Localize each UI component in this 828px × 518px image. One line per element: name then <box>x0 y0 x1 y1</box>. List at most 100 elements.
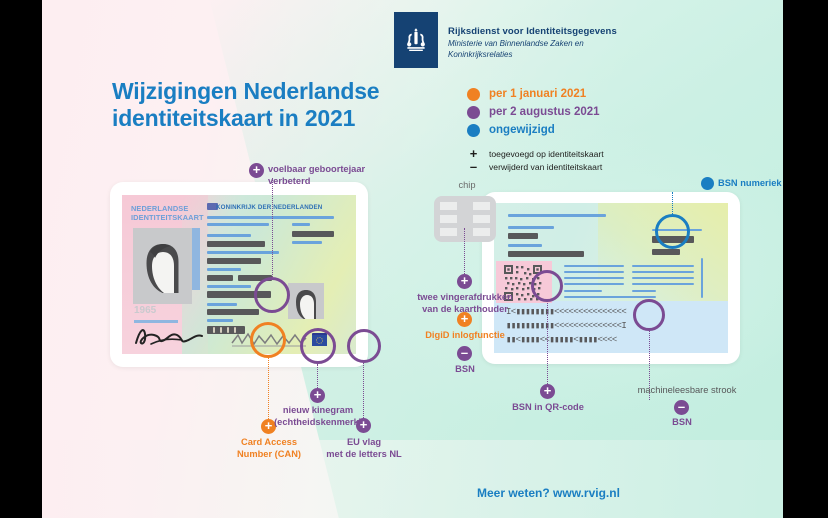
badge-mark: – <box>677 399 686 414</box>
legend-sign-added-label: toegevoegd op identiteitskaart <box>489 148 604 159</box>
mrz-line-2: ▮▮▮▮▮▮▮▮▮▮<<<<<<<<<<<<<<I <box>506 321 627 331</box>
note-line1: BSN <box>455 364 475 374</box>
data-bar <box>292 241 322 244</box>
chip-slot <box>473 215 490 223</box>
note-digid: DigiD inlogfunctie <box>395 330 535 342</box>
highlight-ring-kinegram <box>300 328 336 364</box>
legend-sign-added: + toegevoegd op identiteitskaart <box>467 147 604 160</box>
legend-item-unchanged: ongewijzigd <box>467 121 604 139</box>
note-chip-bsn: BSN <box>395 364 535 376</box>
data-bar <box>207 258 261 264</box>
badge-bsn-qr: + <box>540 384 555 399</box>
data-bar <box>207 241 265 247</box>
page-title-line1: Wijzigingen Nederlandse <box>112 78 380 104</box>
highlight-ring-birthyear <box>254 277 290 313</box>
legend: per 1 januari 2021 per 2 augustus 2021 o… <box>467 85 604 173</box>
legend-label-aug: per 2 augustus 2021 <box>489 106 600 118</box>
data-bar <box>207 223 269 226</box>
badge-can: + <box>261 419 276 434</box>
data-bar <box>207 309 259 315</box>
data-bar <box>508 244 542 247</box>
data-bar <box>292 231 334 237</box>
card-front-plate: NEDERLANDSE IDENTITEITSKAART 1965 <box>110 182 368 367</box>
data-bar <box>564 265 624 268</box>
badge-mark: + <box>359 417 368 432</box>
identity-card-front: NEDERLANDSE IDENTITEITSKAART 1965 <box>122 195 356 354</box>
badge-bsn-numeriek <box>701 177 714 190</box>
poster-background: Rijksdienst voor Identiteitsgegevens Min… <box>42 0 783 518</box>
note-line1: twee vingerafdrukken <box>417 292 513 302</box>
badge-mark: – <box>460 345 469 360</box>
data-bar <box>508 233 538 239</box>
note-euflag: EU vlag met de letters NL <box>301 437 427 460</box>
data-bar <box>292 216 334 219</box>
data-bar <box>508 214 606 217</box>
legend-dot-blue <box>467 123 480 137</box>
badge-mark: + <box>543 383 552 398</box>
note-line1: nieuw kinegram <box>282 405 354 415</box>
data-bar <box>292 223 310 226</box>
data-bar <box>508 226 554 229</box>
highlight-ring-euflag <box>347 329 381 363</box>
can-number-gap <box>220 327 222 333</box>
note-line1: BSN in QR-code <box>512 402 584 412</box>
note-line1: BSN <box>672 417 692 427</box>
card-front-title: NEDERLANDSE IDENTITEITSKAART <box>131 204 204 222</box>
badge-birthyear: + <box>249 163 264 178</box>
legend-item-aug: per 2 augustus 2021 <box>467 103 604 121</box>
badge-digid: + <box>457 312 472 327</box>
badge-mrz-bsn: – <box>674 400 689 415</box>
note-line1: DigiD inlogfunctie <box>425 330 505 340</box>
data-bar <box>564 283 624 286</box>
qr-code <box>503 264 543 302</box>
logo-ministry-line1: Ministerie van Binnenlandse Zaken en <box>448 39 584 48</box>
footer-link[interactable]: Meer weten? www.rvig.nl <box>477 486 620 500</box>
highlight-ring-qr <box>531 270 563 302</box>
data-bar <box>207 216 305 219</box>
logo-organisation: Rijksdienst voor Identiteitsgegevens <box>448 26 617 37</box>
note-line2: van de kaarthouder <box>422 303 508 314</box>
mrz-line-3: ▮▮<▮▮▮▮<<▮▮▮▮▮<▮▮▮▮<<<< <box>506 335 617 345</box>
note-line1: BSN numeriek <box>718 178 782 188</box>
legend-item-jan: per 1 januari 2021 <box>467 85 604 103</box>
dutch-coat-of-arms-icon <box>394 12 438 68</box>
legend-signs: + toegevoegd op identiteitskaart – verwi… <box>467 147 604 173</box>
card-front-country-header: KONINKRIJK DER NEDERLANDEN <box>216 204 323 211</box>
badge-mark: + <box>460 273 469 288</box>
note-mrz-strip: machineleesbare strook <box>622 385 752 397</box>
chip-icon <box>434 196 496 242</box>
can-number-gap <box>213 327 215 333</box>
page-title-line2: identiteitskaart in 2021 <box>112 105 356 131</box>
data-bar <box>207 319 233 322</box>
leader-line-chip <box>464 228 465 276</box>
data-bar <box>207 268 241 271</box>
note-line1: machineleesbare strook <box>637 385 737 395</box>
leader-line-kinegram <box>317 364 318 390</box>
highlight-ring-mrz <box>633 299 665 331</box>
badge-mark: + <box>264 418 273 433</box>
logo-ministry-line2: Koninkrijksrelaties <box>448 50 513 59</box>
leader-line-bsn-qr <box>547 300 548 386</box>
minus-icon: – <box>469 159 478 174</box>
data-bar <box>207 285 251 288</box>
note-can: Card Access Number (CAN) <box>209 437 329 460</box>
card-front-birth-year: 1965 <box>134 305 157 316</box>
data-bar <box>652 249 680 255</box>
can-number-gap <box>234 327 236 333</box>
data-bar <box>564 271 624 274</box>
data-bar-birthyear <box>207 291 271 298</box>
data-bar <box>632 290 656 293</box>
note-bsn-qr: BSN in QR-code <box>485 402 611 414</box>
data-bar <box>508 251 584 257</box>
badge-kinegram: + <box>310 388 325 403</box>
badge-mark: + <box>460 311 469 326</box>
chip-slot <box>440 202 457 210</box>
leader-line-birthyear <box>272 178 273 277</box>
data-bar <box>207 234 251 237</box>
leader-line-bsn-numeriek <box>672 192 673 216</box>
data-bar <box>632 277 694 280</box>
eu-flag-header-icon <box>207 203 218 210</box>
plus-icon: + <box>469 146 478 161</box>
data-bar <box>207 251 279 254</box>
